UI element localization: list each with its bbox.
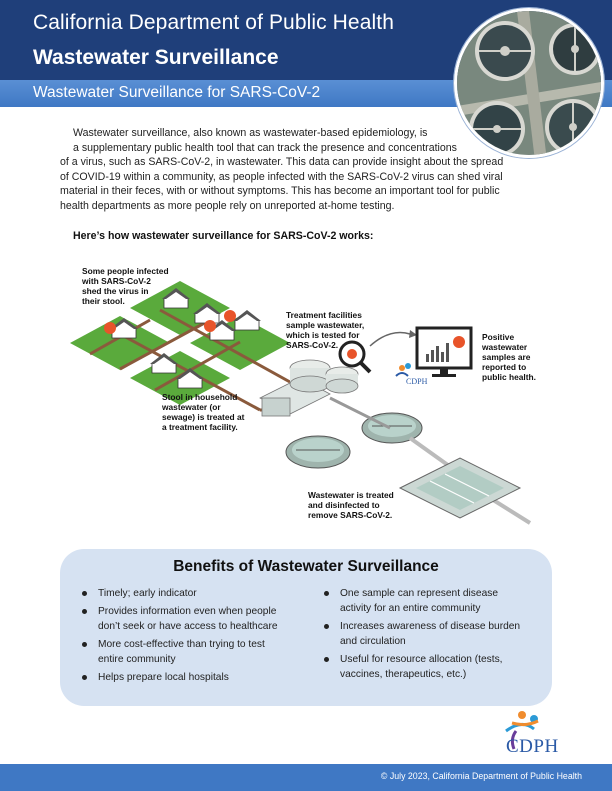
intro-line: of a virus, such as SARS-CoV-2, in waste…: [60, 156, 504, 169]
label-line: samples are: [482, 352, 531, 362]
intro-line: health departments as more people rely o…: [60, 199, 395, 212]
label-line: their stool.: [82, 296, 125, 306]
label-line: shed the virus in: [82, 286, 149, 296]
cdph-mini-logo: [395, 363, 411, 377]
benefits-list-left: Timely; early indicator Provides informa…: [76, 586, 306, 688]
page-title: Wastewater Surveillance: [33, 46, 279, 69]
benefit-item: One sample can represent disease activit…: [318, 586, 543, 616]
magnifier-icon: [338, 340, 372, 374]
label-line: a treatment facility.: [162, 422, 238, 432]
cdph-mini-text: CDPH: [406, 377, 428, 386]
benefit-item: More cost-effective than trying to test …: [76, 637, 306, 667]
intro-line: material in their feces, with or without…: [60, 185, 500, 198]
howto-heading: Here’s how wastewater surveillance for S…: [73, 230, 374, 242]
bullet-icon: [324, 591, 329, 596]
virus-icon: [104, 310, 236, 334]
benefit-item: Timely; early indicator: [76, 586, 306, 601]
label-line: wastewater: [482, 342, 528, 352]
label-infected: Some people infected with SARS-CoV-2 she…: [82, 266, 169, 306]
label-line: reported to: [482, 362, 527, 372]
label-line: wastewater (or: [162, 402, 221, 412]
benefit-line: Provides information even when people: [98, 606, 277, 617]
label-treatment-sample: Treatment facilities sample wastewater, …: [286, 310, 364, 350]
process-illustration: [70, 281, 532, 525]
benefit-item: Useful for resource allocation (tests, v…: [318, 652, 543, 682]
label-line: and disinfected to: [308, 500, 380, 510]
label-line: public health.: [482, 372, 536, 382]
disinfection-basin: [398, 457, 522, 519]
bullet-icon: [82, 591, 87, 596]
label-line: with SARS-CoV-2: [82, 276, 151, 286]
intro-line: of COVID-19 within a community, as peopl…: [60, 170, 503, 183]
bullet-icon: [82, 675, 87, 680]
label-line: Some people infected: [82, 266, 169, 276]
footer-bar: © July 2023, California Department of Pu…: [0, 764, 612, 791]
benefits-panel: Benefits of Wastewater Surveillance Time…: [60, 549, 552, 706]
benefits-list-right: One sample can represent disease activit…: [318, 586, 543, 685]
intro-paragraph: Wastewater surveillance, also known as w…: [60, 126, 503, 214]
label-line: which is tested for: [286, 330, 360, 340]
benefit-line: Increases awareness of disease burden: [340, 621, 521, 632]
benefit-line: entire community: [98, 654, 176, 665]
house-icon: [110, 288, 261, 389]
benefit-line: Helps prepare local hospitals: [98, 672, 229, 683]
department-title: California Department of Public Health: [33, 11, 394, 34]
benefit-line: activity for an entire community: [340, 603, 481, 614]
aerial-treatment-photo: [454, 8, 604, 158]
label-treated: Wastewater is treated and disinfected to…: [308, 490, 394, 520]
bullet-icon: [82, 642, 87, 647]
benefit-line: vaccines, therapeutics, etc.): [340, 669, 467, 680]
process-diagram: CDPH Some people infected with SARS-CoV-…: [60, 248, 560, 538]
treatment-plant-icon: [259, 359, 359, 417]
intro-line: Wastewater surveillance, also known as w…: [73, 127, 428, 139]
benefit-line: Timely; early indicator: [98, 588, 197, 599]
benefit-line: One sample can represent disease: [340, 588, 498, 599]
intro-line: a supplementary public health tool that …: [73, 141, 457, 154]
label-line: sample wastewater,: [286, 320, 365, 330]
label-line: sewage) is treated at: [162, 412, 245, 422]
label-line: Positive: [482, 332, 515, 342]
label-line: SARS-CoV-2.: [286, 340, 339, 350]
benefit-item: Increases awareness of disease burden an…: [318, 619, 543, 649]
benefit-item: Helps prepare local hospitals: [76, 670, 306, 685]
label-stool: Stool in household wastewater (or sewage…: [162, 392, 244, 432]
benefit-line: More cost-effective than trying to test: [98, 639, 265, 650]
copyright-text: © July 2023, California Department of Pu…: [380, 771, 582, 781]
label-line: Treatment facilities: [286, 310, 362, 320]
label-positive: Positive wastewater samples are reported…: [482, 332, 536, 382]
bullet-icon: [324, 657, 329, 662]
benefit-item: Provides information even when people do…: [76, 604, 306, 634]
benefits-title: Benefits of Wastewater Surveillance: [173, 558, 439, 575]
monitor-chart-icon: [415, 326, 473, 377]
label-line: Stool in household: [162, 392, 238, 402]
benefit-line: and circulation: [340, 636, 406, 647]
bullet-icon: [324, 624, 329, 629]
label-line: Wastewater is treated: [308, 490, 394, 500]
page-subtitle: Wastewater Surveillance for SARS-CoV-2: [33, 84, 321, 101]
bullet-icon: [82, 609, 87, 614]
cdph-logo-text: CDPH: [506, 736, 559, 757]
benefit-line: don’t seek or have access to healthcare: [98, 621, 278, 632]
label-line: remove SARS-CoV-2.: [308, 510, 393, 520]
cdph-logo: CDPH: [492, 709, 558, 761]
clarifier-tank: [285, 412, 423, 469]
benefit-line: Useful for resource allocation (tests,: [340, 654, 503, 665]
